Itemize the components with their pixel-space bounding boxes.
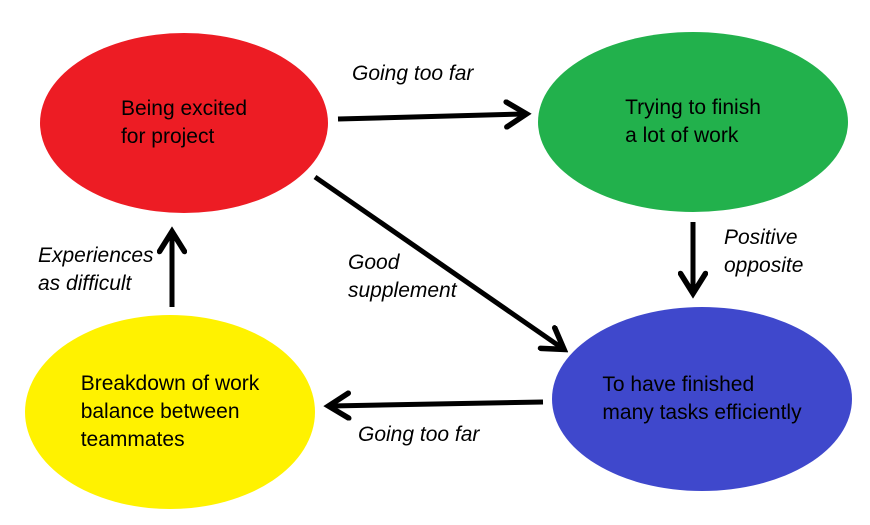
node-finished-tasks-ellipse xyxy=(552,307,852,491)
node-trying-to-finish-ellipse xyxy=(538,32,848,212)
node-breakdown-of-work-ellipse xyxy=(25,315,315,509)
node-being-excited-ellipse xyxy=(40,33,328,213)
arrow-excited-to-finished xyxy=(313,174,562,348)
arrow-finished-to-breakdown xyxy=(331,402,544,406)
arrow-excited-to-finish xyxy=(337,114,524,119)
